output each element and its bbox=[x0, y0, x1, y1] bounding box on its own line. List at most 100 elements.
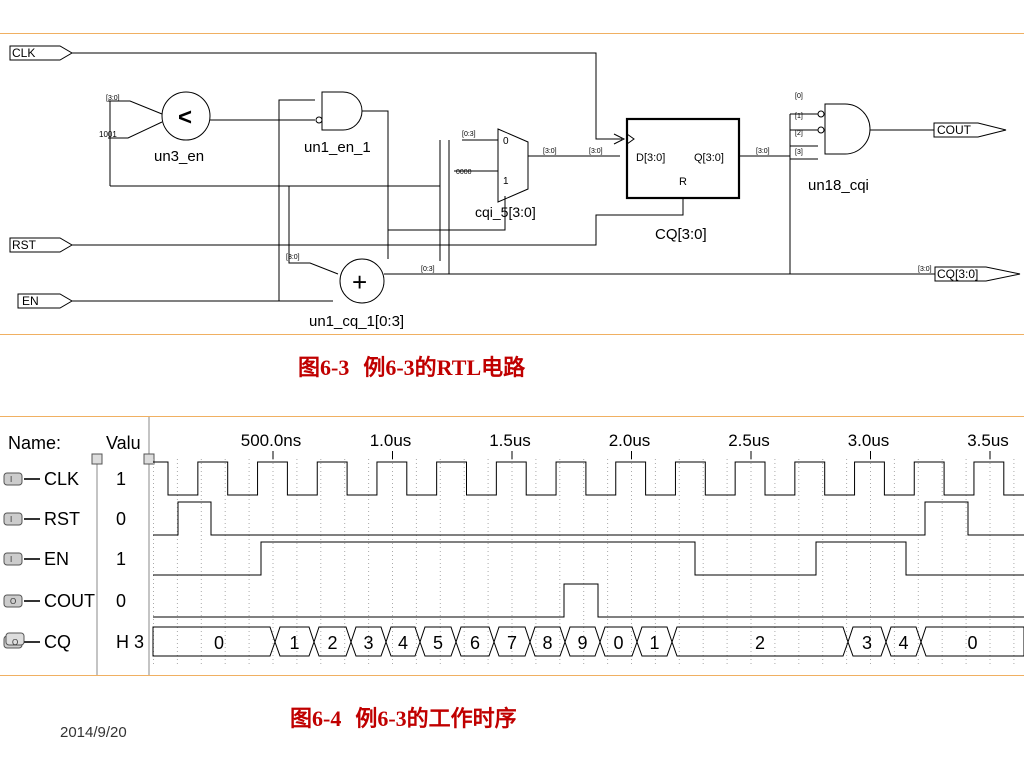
svg-text:I: I bbox=[10, 475, 12, 484]
cq-bus-value: 0 bbox=[613, 633, 623, 653]
cq-bus-segment bbox=[920, 626, 1024, 657]
figure-title: 例6-3的工作时序 bbox=[355, 706, 517, 731]
comparator-bus-tag: [3:0] bbox=[106, 95, 120, 102]
cq-bus-segment bbox=[385, 626, 421, 657]
signal-value: 0 bbox=[116, 509, 126, 529]
svg-text:I: I bbox=[10, 515, 12, 524]
cq-bus-segment bbox=[313, 626, 352, 657]
and-bit-0: [0] bbox=[795, 93, 803, 100]
cq-bus-segment bbox=[419, 626, 457, 657]
cout-port-label: COUT bbox=[937, 123, 972, 137]
signal-value: 1 bbox=[116, 549, 126, 569]
mux-name: cqi_5[3:0] bbox=[475, 204, 536, 220]
signal-name: COUT bbox=[44, 591, 95, 611]
cq-bus-segment bbox=[152, 626, 276, 657]
cq-bus-value: 3 bbox=[862, 633, 872, 653]
cout-trace bbox=[153, 583, 1024, 618]
figure-number: 图6-3 bbox=[298, 355, 350, 380]
signal-name: EN bbox=[44, 549, 69, 569]
signal-value: H 3 bbox=[116, 632, 144, 652]
cq-bus-value: 0 bbox=[967, 633, 977, 653]
bus-pin-icon: O bbox=[3, 632, 40, 649]
cq-bus-value: 4 bbox=[398, 633, 408, 653]
signal-name: CQ bbox=[44, 632, 71, 652]
signal-row-cout[interactable]: O COUT 0 bbox=[3, 591, 126, 611]
cq-bus-value: 9 bbox=[577, 633, 587, 653]
cq-out-bus-tag: [3:0] bbox=[918, 266, 932, 273]
time-tick-label: 2.5us bbox=[728, 431, 770, 450]
time-tick-label: 3.0us bbox=[848, 431, 890, 450]
reg-r-label: R bbox=[679, 176, 687, 188]
svg-text:I: I bbox=[10, 555, 12, 564]
cq-bus-segment bbox=[274, 626, 315, 657]
timing-waveform: Name: Valu 500.0ns 1.0us 1.5us 2.0us 2.5us 3.… bbox=[0, 416, 1024, 676]
and-bit-1: [1] bbox=[795, 113, 803, 120]
signal-name: CLK bbox=[44, 469, 79, 489]
clk-trace bbox=[153, 461, 1024, 496]
cq-bus-value: 0 bbox=[214, 633, 224, 653]
rtl-schematic: CLK RST EN COUT CQ[3:0] < un3_en [3:0] 1… bbox=[0, 33, 1024, 335]
and4-name: un18_cqi bbox=[808, 177, 869, 194]
reg-d-label: D[3:0] bbox=[636, 152, 665, 164]
cq-bus-value: 5 bbox=[433, 633, 443, 653]
signal-name: RST bbox=[44, 509, 80, 529]
name-column-resize-handle[interactable] bbox=[91, 453, 103, 465]
cq-bus-segment bbox=[529, 626, 566, 657]
input-pin-icon: I bbox=[3, 512, 40, 526]
cq-bus-segment bbox=[847, 626, 887, 657]
mux-out-bus-tag: [3:0] bbox=[543, 148, 557, 155]
cq-bus-segment bbox=[599, 626, 638, 657]
slide-date: 2014/9/20 bbox=[60, 724, 127, 741]
rst-port-label: RST bbox=[12, 238, 37, 252]
mux-constant: 0000 bbox=[456, 169, 472, 176]
register-name: CQ[3:0] bbox=[655, 226, 707, 243]
cq-bus-segment bbox=[671, 626, 849, 657]
en-port-label: EN bbox=[22, 294, 39, 308]
figure-title: 例6-3的RTL电路 bbox=[363, 355, 526, 380]
signal-row-rst[interactable]: I RST 0 bbox=[3, 509, 126, 529]
value-column-resize-handle[interactable] bbox=[143, 453, 155, 465]
figure-caption-rtl: 图6-3 例6-3的RTL电路 bbox=[298, 350, 525, 382]
adder-out-bus-tag: [0:3] bbox=[421, 266, 435, 273]
svg-text:O: O bbox=[10, 597, 16, 606]
input-pin-icon: I bbox=[3, 552, 40, 566]
cq-bus-segment bbox=[564, 626, 601, 657]
signal-row-clk[interactable]: I CLK 1 bbox=[3, 469, 126, 489]
figure-caption-timing: 图6-4 例6-3的工作时序 bbox=[290, 701, 517, 733]
adder-in-bus-tag: [3:0] bbox=[286, 254, 300, 261]
reg-in-bus-tag: [3:0] bbox=[589, 148, 603, 155]
comparator-symbol: < bbox=[178, 104, 192, 131]
waveform-diagram: Name: Valu 500.0ns 1.0us 1.5us 2.0us 2.5us 3.… bbox=[0, 417, 1024, 675]
mux-input-1: 1 bbox=[503, 176, 509, 187]
value-column-header: Valu bbox=[106, 433, 141, 453]
cq-bus-value: 1 bbox=[649, 633, 659, 653]
time-tick-label: 2.0us bbox=[609, 431, 651, 450]
cq-bus-value: 8 bbox=[542, 633, 552, 653]
signal-value: 1 bbox=[116, 469, 126, 489]
and-bit-3: [3] bbox=[795, 149, 803, 156]
en-trace bbox=[153, 541, 1024, 576]
cq-bus-value: 7 bbox=[507, 633, 517, 653]
cq-bus-value: 6 bbox=[470, 633, 480, 653]
signal-row-en[interactable]: I EN 1 bbox=[3, 549, 126, 569]
cq-bus-segment bbox=[350, 626, 387, 657]
time-tick-label: 1.0us bbox=[370, 431, 412, 450]
cq-bus-value: 1 bbox=[289, 633, 299, 653]
cq-bus-value: 4 bbox=[898, 633, 908, 653]
name-column-header: Name: bbox=[8, 433, 61, 453]
cq-bus-segment bbox=[455, 626, 495, 657]
mux-bus-tag: [0:3] bbox=[462, 131, 476, 138]
reg-out-bus-tag: [3:0] bbox=[756, 148, 770, 155]
cq-bus-segment bbox=[493, 626, 531, 657]
cq-port-label: CQ[3:0] bbox=[937, 267, 978, 281]
adder-symbol: + bbox=[352, 267, 367, 297]
signal-value: 0 bbox=[116, 591, 126, 611]
rtl-diagram: CLK RST EN COUT CQ[3:0] < un3_en [3:0] 1… bbox=[9, 45, 1021, 330]
and-gate-name: un1_en_1 bbox=[304, 139, 371, 156]
figure-number: 图6-4 bbox=[290, 706, 342, 731]
clk-port-label: CLK bbox=[12, 46, 35, 60]
adder-name: un1_cq_1[0:3] bbox=[309, 313, 404, 330]
time-tick-label: 1.5us bbox=[489, 431, 531, 450]
time-tick-label: 500.0ns bbox=[241, 431, 302, 450]
